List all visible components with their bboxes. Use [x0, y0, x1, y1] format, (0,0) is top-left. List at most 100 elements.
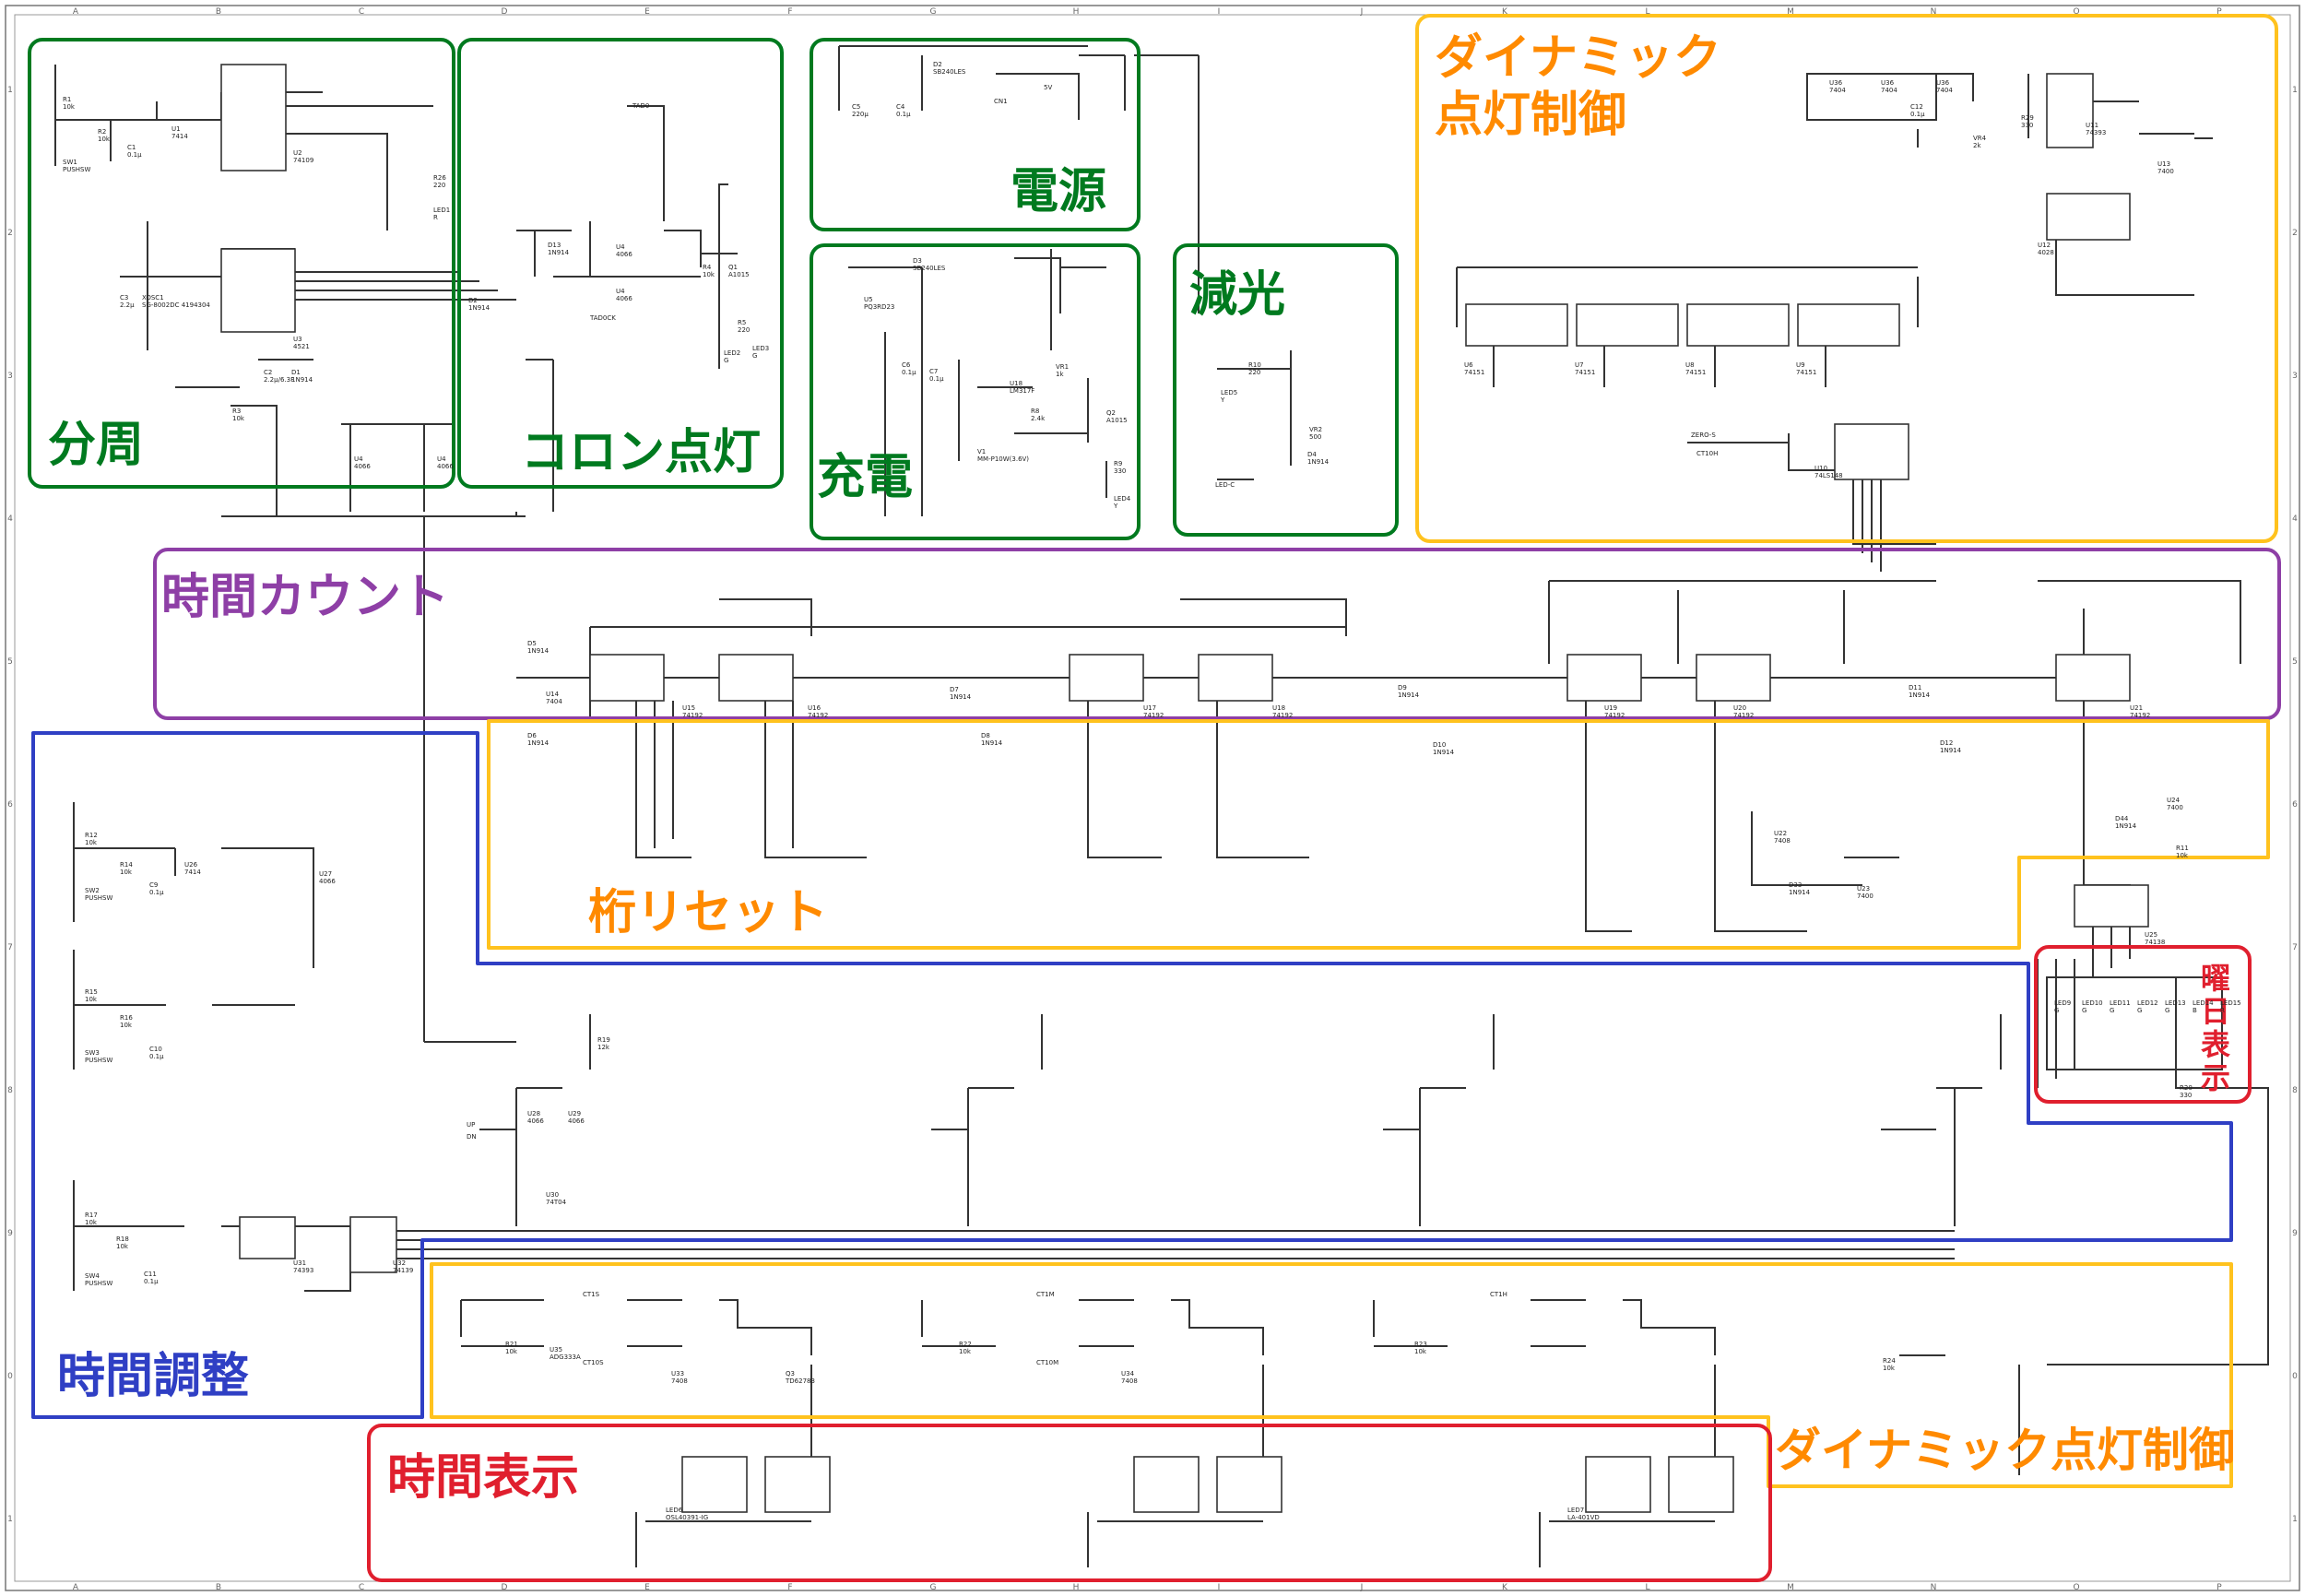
part-label-zeros: ZERO-S [1691, 432, 1716, 439]
part-label-ct1m: CT1M [1036, 1291, 1055, 1298]
block-border [457, 38, 784, 489]
column-ruler-label: H [1073, 7, 1080, 17]
column-ruler-label: E [644, 1583, 650, 1592]
row-ruler-label: 0 [7, 1372, 13, 1381]
block-yobi: 曜日表示 [2034, 945, 2252, 1104]
block-label-dyn-bottom: ダイナミック点灯制御 [1775, 1424, 2235, 1477]
part-label-ct10m: CT10M [1036, 1359, 1058, 1366]
column-ruler-label: L [1645, 1583, 1649, 1592]
column-ruler-label: F [787, 1583, 792, 1592]
column-ruler-label: D [502, 1583, 508, 1592]
column-ruler-label: B [216, 7, 221, 17]
part-label-ct1h: CT1H [1490, 1291, 1507, 1298]
row-ruler-label: 1 [7, 1515, 13, 1524]
part-label-tad0: TAD0 [632, 102, 649, 110]
block-colon: コロン点灯 [457, 38, 784, 489]
row-ruler-label: 1 [2292, 1515, 2298, 1524]
part-label-ct10s: CT10S [583, 1359, 604, 1366]
block-label-genko: 減光 [1189, 267, 1285, 323]
column-ruler-label: A [73, 7, 79, 17]
block-label-juden: 充電 [817, 450, 913, 505]
block-border [1173, 243, 1399, 537]
block-chosei: 時間調整 [31, 731, 2233, 1419]
row-ruler-label: 8 [7, 1086, 13, 1095]
row-ruler-label: 7 [2292, 943, 2298, 952]
part-label-up: UP [467, 1121, 475, 1129]
column-ruler-label: H [1073, 1583, 1080, 1592]
block-label-dyn-top: ダイナミック点灯制御 [1435, 30, 1721, 143]
block-genko: 減光 [1173, 243, 1399, 537]
column-ruler-label: K [1502, 1583, 1508, 1592]
column-ruler-label: L [1645, 7, 1649, 17]
block-label-yobi: 曜日表示 [2201, 961, 2230, 1095]
block-dengen: 電源 [810, 38, 1141, 231]
row-ruler-label: 6 [2292, 800, 2298, 810]
row-ruler-label: 3 [2292, 372, 2298, 381]
row-ruler-label: 9 [2292, 1229, 2298, 1238]
sheet-frame [5, 5, 2300, 1591]
row-ruler-label: 0 [2292, 1372, 2298, 1381]
column-ruler-label: J [1360, 1583, 1364, 1592]
block-label-colon: コロン点灯 [521, 425, 761, 480]
column-ruler-label: C [359, 7, 364, 17]
column-ruler-label: O [2073, 1583, 2079, 1592]
part-label-dn: DN [467, 1133, 477, 1141]
column-ruler-label: B [216, 1583, 221, 1592]
wiring [54, 45, 2269, 1567]
column-ruler-label: G [930, 7, 937, 17]
block-border [31, 731, 2233, 1419]
column-ruler-label: N [1931, 1583, 1937, 1592]
